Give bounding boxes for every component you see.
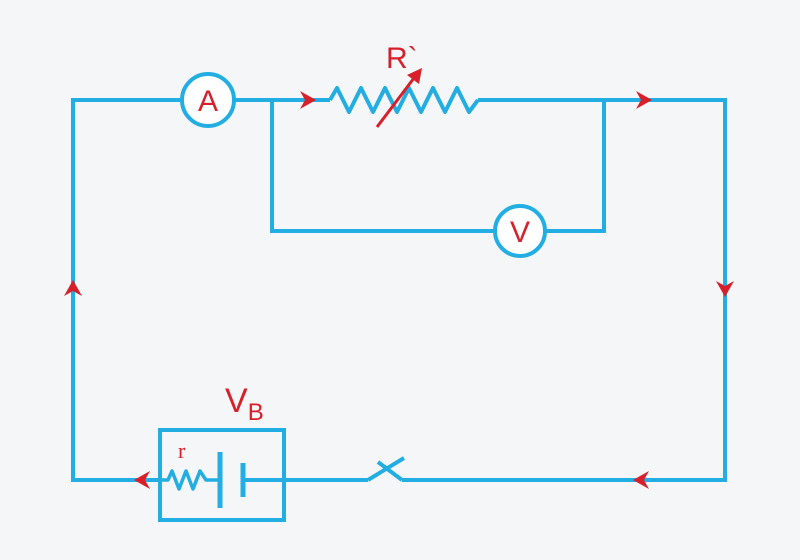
voltmeter: V: [493, 204, 547, 258]
voltmeter-label: V: [510, 216, 530, 249]
rheostat-arrow-shaft: [375, 73, 419, 128]
battery-label: VB: [225, 382, 264, 426]
rheostat-arrow-icon: [407, 68, 422, 84]
voltmeter-icon: [493, 204, 547, 258]
battery-label-main: V: [225, 382, 248, 420]
switch-contact: [376, 460, 404, 482]
ammeter-label: A: [198, 85, 218, 118]
wire-voltmeter-left-branch: [270, 100, 495, 233]
ammeter: A: [180, 72, 236, 128]
internal-resistor-icon: [160, 469, 220, 491]
arrow-icon: [636, 91, 652, 109]
current-arrows: [64, 91, 734, 489]
arrow-icon: [633, 471, 649, 489]
ammeter-icon: [180, 72, 236, 128]
rheostat: R`: [328, 42, 480, 128]
wire-voltmeter-right-branch: [545, 100, 606, 233]
battery-label-subscript: B: [248, 399, 264, 426]
internal-resistance-label: r: [178, 438, 186, 463]
arrow-icon: [64, 280, 82, 296]
arrow-icon: [300, 91, 316, 109]
rheostat-label: R`: [386, 42, 418, 75]
wires: [71, 98, 727, 482]
switch: [366, 456, 406, 482]
arrow-icon: [134, 471, 150, 489]
battery: r VB: [158, 382, 286, 522]
battery-box: [158, 428, 286, 522]
arrow-icon: [716, 281, 734, 297]
variable-resistor-icon: [328, 86, 480, 114]
